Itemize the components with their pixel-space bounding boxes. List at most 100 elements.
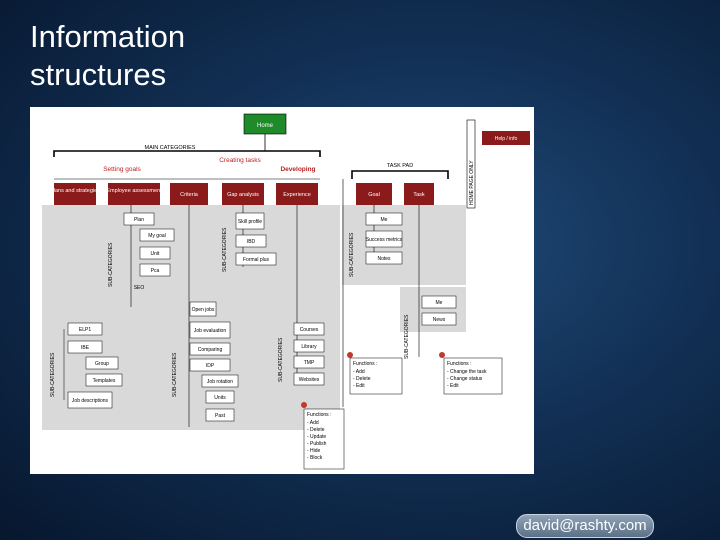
gap-analysis-label: Gap analysis [227, 192, 259, 198]
right-panel [342, 205, 466, 285]
task-pad-bracket [351, 170, 449, 179]
plans-strategies-label: Plans and strategies [50, 188, 100, 194]
setting-goals-label: Setting goals [103, 166, 141, 173]
main-bracket [53, 150, 321, 157]
functions-3-line-6: - Block [307, 455, 323, 461]
task-box[interactable] [404, 183, 434, 205]
functions-2-line-1: - Change the task [447, 369, 487, 375]
sub-categories-label-4: SUB-CATEGORIES [172, 352, 178, 397]
experience-box[interactable] [276, 183, 318, 205]
tmp-label: TMP [304, 360, 315, 366]
job-rotation-label: Job rotation [207, 379, 233, 385]
job-rotation-box[interactable] [201, 374, 239, 388]
footer-badge: david@rashty.com [516, 514, 654, 538]
formal-plus-label: Formal plus [243, 257, 270, 263]
sub-categories-label-5: SUB-CATEGORIES [278, 337, 284, 382]
functions-2-line-2: - Change status [447, 376, 483, 382]
functions-3-line-5: - Hide [307, 448, 321, 454]
idp-box[interactable] [189, 358, 231, 372]
courses-box[interactable] [293, 322, 325, 336]
elp1-label: ELP1 [79, 327, 91, 333]
notes-label: Notes [377, 256, 391, 262]
success-metrics-box[interactable] [365, 230, 403, 248]
criteria-label: Criteria [180, 192, 199, 198]
help-box[interactable] [482, 131, 530, 145]
comparing-box[interactable] [189, 342, 231, 356]
seo-label: SEO [134, 285, 145, 291]
task-pad-label: TASK PAD [387, 163, 413, 169]
functions-1-line-0: Functions : [353, 361, 377, 367]
unit-box[interactable] [139, 246, 171, 260]
units-box[interactable] [205, 390, 235, 404]
past-box[interactable] [205, 408, 235, 422]
employee-assessment-label: Employee assessment [106, 188, 162, 194]
me-label: Me [381, 217, 388, 223]
task-label: Task [413, 192, 425, 198]
pin-icon [347, 352, 353, 358]
tmp-box[interactable] [293, 355, 325, 369]
slide-title: Information structures [30, 18, 330, 94]
developing-label: Developing [280, 166, 315, 173]
home-page-only-bar [466, 119, 476, 209]
functions-1-line-1: - Add [353, 369, 365, 375]
sub-categories-label-1: SUB-CATEGORIES [108, 242, 114, 287]
sub-categories-label-6: SUB-CATEGORIES [349, 232, 355, 277]
skill-profile-label: Skill profile [238, 219, 262, 225]
help-label: Help / info [495, 136, 518, 142]
sub-categories-label-3: SUB-CATEGORIES [50, 352, 56, 397]
home-page-only-label: HOME PAGE ONLY [469, 160, 475, 205]
creating-tasks-label: Creating tasks [219, 157, 261, 164]
me2-box[interactable] [421, 295, 457, 309]
employee-assessment-box[interactable] [108, 183, 160, 205]
job-descriptions-label: Job descriptions [72, 398, 109, 404]
ibe-box[interactable] [67, 340, 103, 354]
me2-label: Me [436, 300, 443, 306]
idp-label: IDP [206, 363, 215, 369]
job-evaluation-box[interactable] [189, 321, 231, 339]
functions-note-3 [303, 408, 345, 470]
skill-profile-box[interactable] [235, 212, 265, 230]
courses-label: Courses [300, 327, 319, 333]
websites-box[interactable] [293, 372, 325, 386]
my-goal-box[interactable] [139, 228, 175, 242]
library-box[interactable] [293, 339, 325, 353]
sub-categories-label-7: SUB-CATEGORIES [404, 314, 410, 359]
library-label: Library [301, 344, 317, 350]
functions-1-line-2: - Delete [353, 376, 371, 382]
information-structure-diagram: Home HOME PAGE ONLY Help / info MAIN CAT… [30, 107, 534, 474]
open-jobs-label: Open jobs [192, 307, 215, 313]
elp1-box[interactable] [67, 322, 103, 336]
plans-strategies-box[interactable] [54, 183, 96, 205]
title-line-1: Information [30, 19, 186, 54]
ibe-label: IBE [81, 345, 90, 351]
title-line-2: structures [30, 57, 167, 92]
pin-icon [439, 352, 445, 358]
news-label: News [433, 317, 446, 323]
group-label: Group [95, 361, 109, 367]
websites-label: Websites [299, 377, 320, 383]
news-box[interactable] [421, 312, 457, 326]
functions-2-line-0: Functions : [447, 361, 471, 367]
notes-box[interactable] [365, 251, 403, 265]
formal-plus-box[interactable] [235, 252, 277, 266]
goal-box[interactable] [356, 183, 392, 205]
job-descriptions-box[interactable] [67, 391, 113, 409]
templates-box[interactable] [85, 373, 123, 387]
me-box[interactable] [365, 212, 403, 226]
plan-label: Plan [134, 217, 144, 223]
my-goal-label: My goal [148, 233, 166, 239]
functions-1-line-3: - Edit [353, 383, 365, 389]
experience-label: Experience [283, 192, 311, 198]
home-label: Home [257, 123, 274, 129]
job-evaluation-label: Job evaluation [194, 328, 226, 334]
gap-analysis-box[interactable] [222, 183, 264, 205]
open-jobs-box[interactable] [189, 301, 217, 317]
pca-box[interactable] [139, 263, 171, 277]
functions-3-line-4: - Publish [307, 441, 327, 447]
sub-categories-label-2: SUB-CATEGORIES [222, 227, 228, 272]
ibd-label: IBD [247, 239, 256, 245]
group-box[interactable] [85, 356, 119, 370]
ibd-box[interactable] [235, 234, 267, 248]
plan-box[interactable] [123, 212, 155, 226]
criteria-box[interactable] [170, 183, 208, 205]
